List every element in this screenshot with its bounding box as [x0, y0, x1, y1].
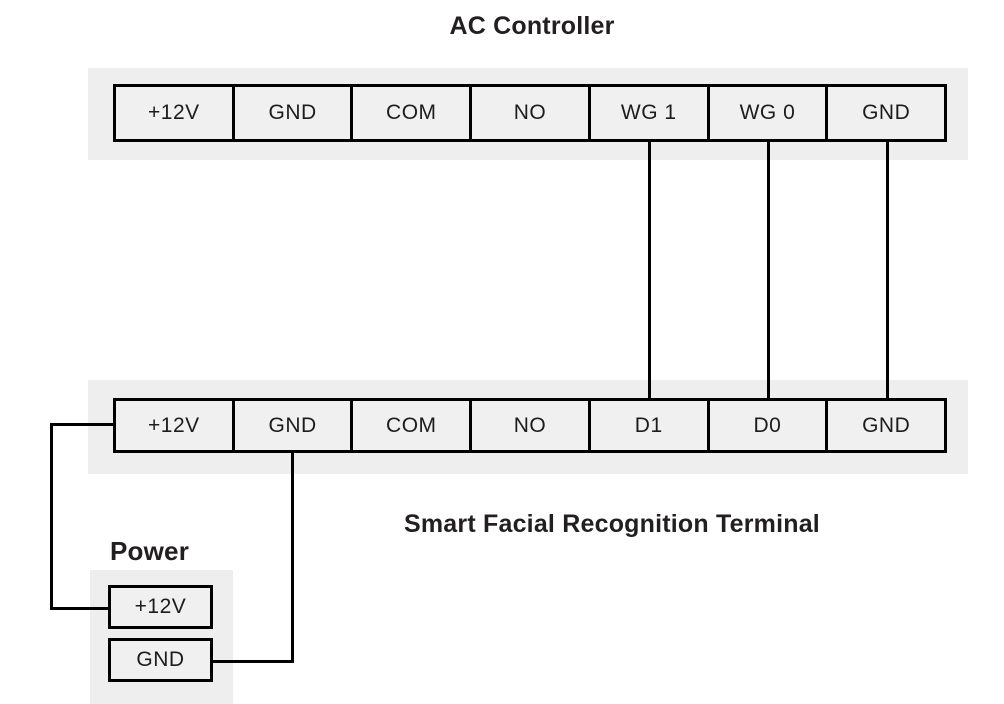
terminal-device-title: Smart Facial Recognition Terminal: [404, 510, 820, 538]
ac-controller-terminal-block: +12V GND COM NO WG 1 WG 0 GND: [113, 84, 947, 142]
power-supply-title: Power: [110, 536, 190, 566]
dev-terminal-3[interactable]: NO: [472, 401, 591, 450]
ac-terminal-6[interactable]: GND: [828, 87, 945, 139]
ac-controller-title: AC Controller: [449, 12, 615, 40]
dev-terminal-1[interactable]: GND: [234, 401, 354, 450]
ac-terminal-0[interactable]: +12V: [116, 87, 235, 139]
dev-terminal-0[interactable]: +12V: [116, 401, 235, 450]
wire-powergnd-segment-bottom: [211, 660, 294, 663]
dev-terminal-5[interactable]: D0: [709, 401, 829, 450]
ac-terminal-1[interactable]: GND: [234, 87, 354, 139]
dev-terminal-4[interactable]: D1: [590, 401, 710, 450]
power-terminal-12v[interactable]: +12V: [108, 585, 213, 629]
dev-terminal-6[interactable]: GND: [828, 401, 945, 450]
ac-terminal-5[interactable]: WG 0: [709, 87, 829, 139]
ac-terminal-2[interactable]: COM: [353, 87, 473, 139]
wire-wg1-to-d1: [648, 141, 651, 400]
dev-terminal-2[interactable]: COM: [353, 401, 473, 450]
wire-power12v-segment-bottom: [50, 607, 110, 610]
wire-power12v-segment-top: [50, 423, 115, 426]
wire-wg0-to-d0: [767, 141, 770, 400]
wire-acgnd-to-devgnd: [886, 141, 889, 400]
terminal-device-terminal-block: +12V GND COM NO D1 D0 GND: [113, 398, 947, 453]
power-terminal-gnd[interactable]: GND: [108, 638, 213, 682]
wire-powergnd-segment-vertical: [291, 450, 294, 663]
ac-terminal-3[interactable]: NO: [472, 87, 591, 139]
ac-terminal-4[interactable]: WG 1: [590, 87, 710, 139]
wire-power12v-segment-vertical: [50, 423, 53, 610]
